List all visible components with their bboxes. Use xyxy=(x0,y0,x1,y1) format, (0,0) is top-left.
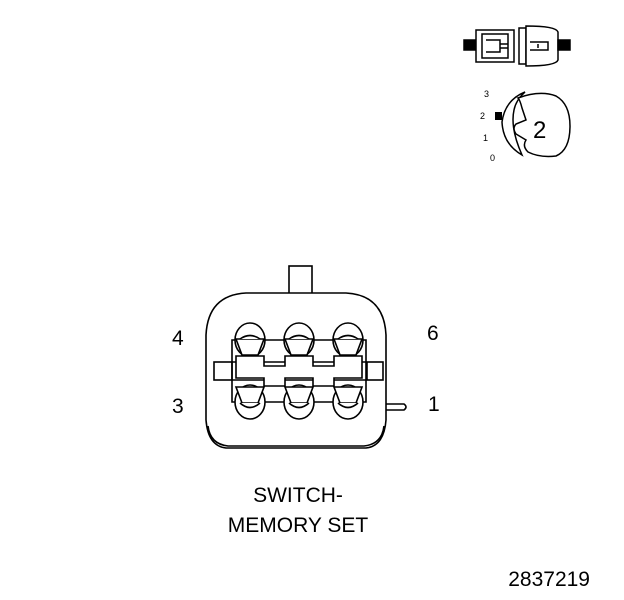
key-position-0: 0 xyxy=(490,153,495,163)
cavity-bridge xyxy=(235,355,363,387)
pin-label-6: 6 xyxy=(427,322,439,345)
pin-label-3: 3 xyxy=(172,395,184,418)
pin-cavity-5 xyxy=(283,322,315,358)
pin-cavity-1 xyxy=(332,384,364,420)
key-position-icon xyxy=(495,91,571,158)
pin-cavity-6 xyxy=(332,322,364,358)
connector-caption-line2: MEMORY SET xyxy=(228,514,369,537)
pin-cavity-2 xyxy=(283,384,315,420)
pin-cavity-row-top xyxy=(234,322,364,358)
key-position-1: 1 xyxy=(483,133,488,143)
key-number-label: 2 xyxy=(533,117,546,144)
connector-caption-line1: SWITCH- xyxy=(253,484,343,507)
connector-side-view-icon xyxy=(463,25,571,67)
key-position-2: 2 xyxy=(480,111,485,121)
pin-label-1: 1 xyxy=(428,393,440,416)
figure-number: 2837219 xyxy=(508,568,590,591)
pin-cavity-row-bottom xyxy=(234,384,364,420)
pin-label-4: 4 xyxy=(172,327,184,350)
pin-cavity-3 xyxy=(234,384,266,420)
key-position-3: 3 xyxy=(484,89,489,99)
pin-cavity-4 xyxy=(234,322,266,358)
